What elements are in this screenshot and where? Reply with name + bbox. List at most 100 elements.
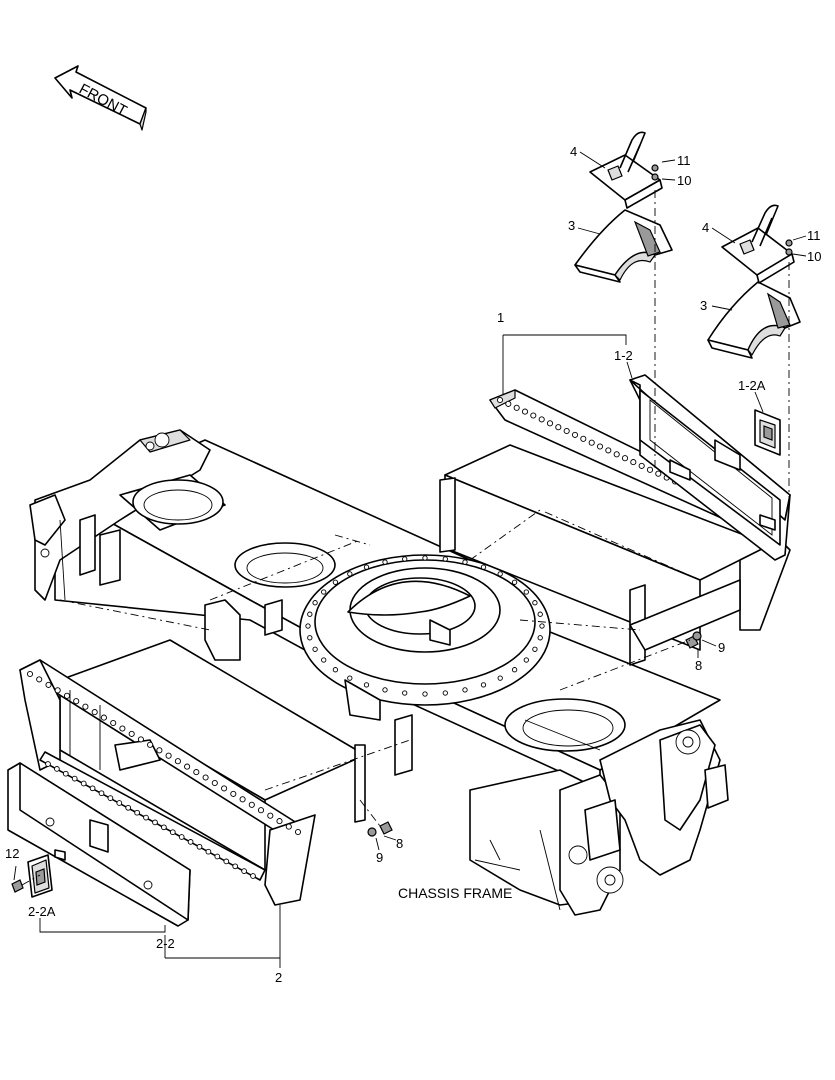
step-hole (125, 804, 132, 811)
ring-bolt-hole (532, 600, 538, 606)
step-hole (580, 435, 587, 442)
step-hole (80, 780, 87, 787)
step-hole (91, 709, 98, 716)
callout-10-upper: 10 (677, 173, 691, 188)
fastener-12 (11, 879, 24, 893)
step-hole (193, 769, 200, 776)
swing-bearing-ring (299, 554, 551, 721)
ring-bolt-hole (347, 571, 353, 577)
fastener-9-front (367, 827, 377, 837)
step-hole (184, 763, 191, 770)
fastener-10-a (651, 173, 659, 181)
callout-9-front: 9 (376, 850, 383, 865)
callout-9-rear: 9 (718, 640, 725, 655)
step-hole (294, 828, 302, 836)
step-hole (202, 774, 209, 781)
ring-bolt-hole (511, 579, 518, 585)
ring-bolt-hole (332, 667, 339, 673)
step-hole (98, 790, 105, 797)
ring-bolt-hole (363, 564, 370, 570)
step-hole (276, 818, 283, 825)
callout-leaders (13, 151, 807, 968)
step-hole (161, 824, 167, 831)
step-hole (646, 466, 654, 473)
callout-2-2A: 2-2A (28, 904, 56, 919)
step-hole (214, 853, 221, 860)
step-hole (143, 814, 149, 821)
step-hole (250, 873, 256, 879)
step-hole (110, 719, 117, 727)
front-cover-plate (7, 762, 191, 927)
assembly-centerlines (21, 190, 790, 886)
rear-cover-plate (629, 374, 791, 561)
step-hole (147, 741, 154, 748)
step-hole (63, 692, 71, 699)
callout-10-lower: 10 (807, 249, 821, 264)
step-hole (169, 829, 176, 836)
ring-bolt-hole (537, 611, 543, 617)
ring-bolt-hole (442, 556, 448, 562)
step-hole (119, 725, 126, 732)
step-hole (257, 807, 265, 814)
step-hole (239, 796, 246, 803)
step-hole (496, 396, 504, 404)
ring-bolt-hole (305, 623, 311, 629)
wheel-chock-b (707, 281, 801, 359)
callout-8-rear: 8 (695, 658, 702, 673)
ring-bolt-hole (523, 589, 529, 595)
step-hole (555, 424, 562, 431)
step-hole (241, 868, 247, 874)
rear-lamp-assembly (754, 409, 781, 456)
step-hole (613, 451, 620, 458)
fastener-11-b (785, 239, 793, 247)
step-hole (128, 730, 135, 737)
step-hole (232, 863, 239, 870)
front-lamp-assembly (27, 854, 53, 898)
step-hole (137, 736, 144, 743)
step-hole (165, 752, 172, 759)
rear-step-box (439, 389, 791, 666)
step-hole (621, 455, 629, 462)
chock-holder-b (721, 204, 795, 284)
step-hole (605, 447, 612, 454)
step-hole (505, 400, 512, 407)
ring-bolt-hole (480, 564, 487, 570)
ring-bolt-hole (307, 635, 313, 641)
fastener-10-b (785, 248, 793, 256)
step-hole (655, 470, 662, 477)
step-hole (152, 819, 158, 826)
step-hole (521, 408, 529, 415)
ring-bolt-hole (347, 675, 353, 681)
step-hole (596, 443, 604, 450)
callout-1-2A: 1-2A (738, 378, 766, 393)
step-hole (54, 766, 60, 772)
step-hole (630, 459, 637, 466)
callout-12: 12 (5, 846, 19, 861)
step-hole (62, 770, 69, 777)
step-hole (134, 809, 140, 816)
ring-bolt-hole (402, 690, 408, 696)
ring-bolt-hole (332, 579, 339, 585)
ring-bolt-hole (539, 623, 545, 629)
callout-8-front: 8 (396, 836, 403, 851)
ring-bolt-hole (312, 646, 318, 652)
callout-1-2: 1-2 (614, 348, 633, 363)
front-step-holes (26, 670, 302, 879)
step-hole (116, 800, 123, 806)
step-hole (267, 812, 274, 819)
callout-3-lower: 3 (700, 298, 707, 313)
step-hole (178, 834, 185, 840)
ring-bolt-hole (382, 559, 388, 565)
callout-2-2: 2-2 (156, 936, 175, 951)
callout-4-lower: 4 (702, 220, 709, 235)
ring-bolt-hole (511, 667, 518, 673)
ring-bolt-hole (307, 611, 313, 617)
ring-bolt-hole (442, 690, 448, 696)
wheel-chock-a (574, 209, 673, 283)
ring-bolt-hole (523, 657, 529, 663)
step-hole (36, 676, 43, 683)
step-hole (89, 785, 96, 792)
callout-2: 2 (275, 970, 282, 985)
ring-bolt-hole (462, 559, 468, 565)
step-hole (71, 775, 78, 782)
